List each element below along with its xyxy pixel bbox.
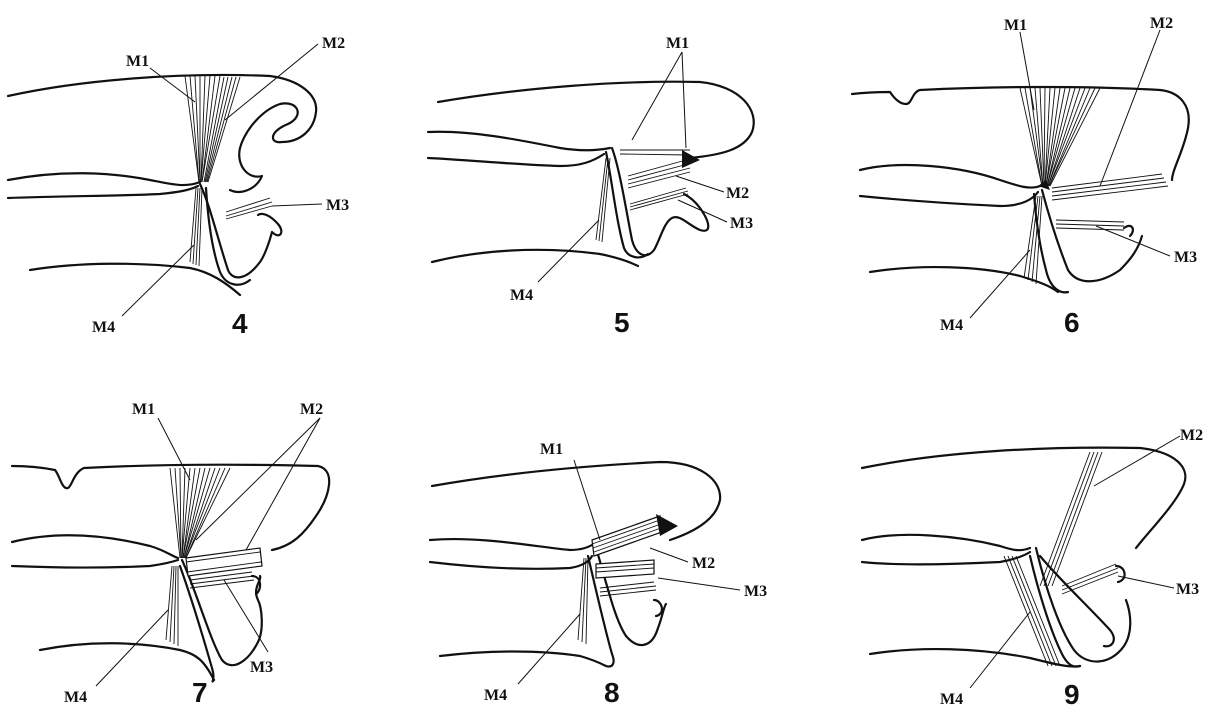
panel-5-m1-leader-b bbox=[682, 52, 686, 148]
panel-7-mid-outline bbox=[12, 535, 178, 567]
panel-7-upper-outline bbox=[12, 465, 329, 550]
panel-5-m4-muscle bbox=[596, 158, 610, 242]
panel-7-m1-label: M1 bbox=[132, 401, 155, 418]
panel-6-m1-label: M1 bbox=[1004, 17, 1027, 34]
panel-7-m1-muscle bbox=[170, 468, 230, 558]
panel-7-m3-label: M3 bbox=[250, 659, 273, 676]
panel-7-m2-label: M2 bbox=[300, 401, 323, 418]
panel-8-m1-band bbox=[592, 516, 662, 556]
panel-5-m3-leader bbox=[678, 200, 727, 222]
panel-9: M2 M3 M4 9 bbox=[862, 427, 1203, 708]
panel-8-m3-label: M3 bbox=[744, 583, 767, 600]
panel-5-m3-muscle bbox=[630, 188, 688, 210]
panel-6-mid-outline bbox=[860, 165, 1040, 206]
panel-9-m3-leader bbox=[1118, 576, 1174, 588]
panel-8-lower-outline bbox=[440, 652, 606, 667]
panel-9-m3-label: M3 bbox=[1176, 581, 1199, 598]
panel-4-lower-outline bbox=[30, 264, 240, 295]
panel-7: M1 M2 M3 M4 7 bbox=[12, 401, 329, 708]
panel-6-lower-outline bbox=[870, 267, 1058, 292]
panel-8-m3-hook bbox=[654, 600, 662, 616]
panel-8-m1-label: M1 bbox=[540, 441, 563, 458]
panel-6-m4-muscle bbox=[1024, 196, 1042, 284]
panel-4-m3-label: M3 bbox=[326, 197, 349, 214]
panel-6-m3-hook bbox=[1124, 226, 1133, 236]
panel-4-m1-muscle bbox=[185, 76, 220, 182]
panel-5-m2-muscle bbox=[628, 160, 690, 188]
panel-7-lower-outline bbox=[40, 643, 214, 680]
panel-7-m4-label: M4 bbox=[64, 689, 87, 706]
panel-4-m4-muscle bbox=[190, 188, 202, 266]
panel-5-number: 5 bbox=[614, 307, 630, 338]
panel-8-m2-label: M2 bbox=[692, 555, 715, 572]
panel-4-m2-label: M2 bbox=[322, 35, 345, 52]
panel-4-number: 4 bbox=[232, 308, 248, 339]
panel-5-m4-label: M4 bbox=[510, 287, 533, 304]
panel-8-m2-leader bbox=[650, 548, 688, 562]
panel-6-m2-leader bbox=[1100, 30, 1160, 186]
panel-7-number: 7 bbox=[192, 677, 208, 708]
panel-4-m3-leader bbox=[272, 204, 322, 206]
panel-5-m2-leader bbox=[676, 176, 724, 192]
panel-7-m4-leader bbox=[96, 610, 168, 686]
panel-6-m1-muscle bbox=[1020, 88, 1100, 186]
panel-5-m1-muscle bbox=[620, 150, 690, 155]
panel-6-m4-label: M4 bbox=[940, 317, 963, 334]
panel-4-m1-leader bbox=[150, 68, 195, 102]
panel-7-m2-leader-a bbox=[196, 418, 320, 540]
panel-6-m4-leader bbox=[970, 250, 1030, 318]
panel-5-m1-label: M1 bbox=[666, 35, 689, 52]
panel-9-m4-label: M4 bbox=[940, 691, 963, 708]
panel-8-m1-leader bbox=[574, 460, 600, 540]
panel-8-m4-muscle bbox=[578, 558, 588, 644]
panel-8-upper-outline bbox=[432, 462, 720, 540]
panel-8-m3-leader bbox=[658, 578, 740, 590]
panel-6: M1 M2 M3 M4 6 bbox=[852, 15, 1197, 338]
panel-8-m2-band bbox=[596, 560, 654, 578]
panel-6-m2-label: M2 bbox=[1150, 15, 1173, 32]
panel-9-m4-muscle bbox=[1004, 556, 1060, 666]
panel-9-number: 9 bbox=[1064, 679, 1080, 708]
panel-8-number: 8 bbox=[604, 677, 620, 708]
panel-7-m4-muscle bbox=[166, 566, 178, 646]
panel-8: M1 M2 M3 M4 8 bbox=[430, 441, 767, 708]
panel-6-m3-label: M3 bbox=[1174, 249, 1197, 266]
panel-5-m2-label: M2 bbox=[726, 185, 749, 202]
panel-7-m1-leader bbox=[158, 418, 190, 480]
panel-4-m4-label: M4 bbox=[92, 319, 115, 336]
panel-6-number: 6 bbox=[1064, 307, 1080, 338]
panel-9-upper-outline bbox=[862, 448, 1185, 548]
panel-9-m2-label: M2 bbox=[1180, 427, 1203, 444]
panel-4-mid-outline bbox=[8, 173, 200, 198]
panel-4-m4-leader bbox=[122, 245, 194, 316]
panel-5-mid-outline bbox=[428, 132, 610, 166]
panel-5-lower-outline bbox=[432, 250, 638, 266]
panel-6-m3-muscle bbox=[1056, 220, 1124, 230]
panel-8-m4-leader bbox=[518, 614, 580, 684]
panel-6-hinge-outline bbox=[1042, 190, 1142, 281]
panel-8-m4-label: M4 bbox=[484, 687, 507, 704]
panel-4-m3-muscle bbox=[226, 198, 272, 219]
panel-5-inner-outline bbox=[606, 152, 648, 257]
panel-5-upper-outline bbox=[438, 82, 754, 158]
panel-4: M1 M2 M3 M4 4 bbox=[8, 35, 349, 339]
panel-9-m2-leader bbox=[1094, 436, 1180, 486]
panel-9-mid-outline bbox=[862, 535, 1030, 564]
panel-5-m1-leader-a bbox=[632, 52, 682, 140]
panel-6-m2-muscle bbox=[1052, 174, 1168, 200]
panel-8-mid-outline bbox=[430, 539, 594, 569]
panel-4-m1-label: M1 bbox=[126, 53, 149, 70]
panel-7-m2-leader-b bbox=[246, 418, 320, 550]
panel-4-m2-muscle bbox=[204, 77, 240, 182]
panel-5-m3-label: M3 bbox=[730, 215, 753, 232]
panel-5: M1 M2 M3 M4 5 bbox=[428, 35, 754, 338]
